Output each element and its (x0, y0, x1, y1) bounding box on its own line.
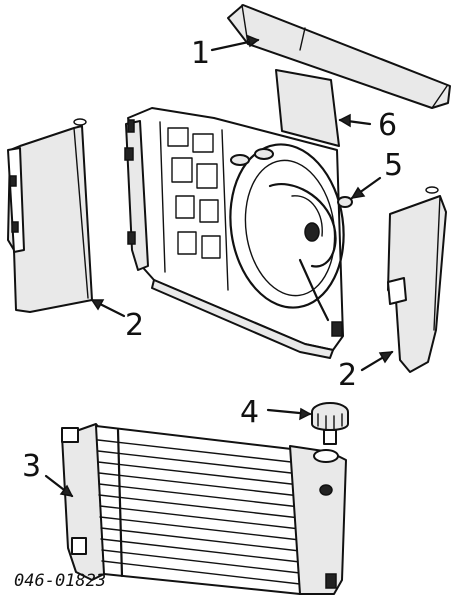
callout-1: 1 (191, 36, 210, 71)
callout-4: 4 (240, 395, 259, 430)
callout-3: 3 (22, 449, 41, 484)
shroud-grid-openings (159, 121, 229, 291)
seal-pad (275, 69, 340, 147)
callout-5: 5 (384, 148, 403, 183)
top-seal-strip (227, 4, 451, 109)
radiator-core-tubes (97, 428, 301, 585)
left-side-baffle (7, 118, 93, 313)
callout-2-left: 2 (125, 308, 144, 343)
radiator-cap (311, 402, 349, 445)
radiator (61, 423, 347, 595)
callout-2-right: 2 (338, 358, 357, 393)
fan-ring (229, 143, 345, 322)
right-side-baffle (387, 186, 447, 373)
fan-shroud (124, 107, 345, 359)
grommet (337, 196, 353, 208)
callout-6: 6 (378, 108, 397, 143)
callout-labels: 1 6 5 2 2 4 3 (22, 36, 403, 484)
leader-lines (44, 34, 394, 498)
part-number: 046-01823 (14, 571, 106, 591)
